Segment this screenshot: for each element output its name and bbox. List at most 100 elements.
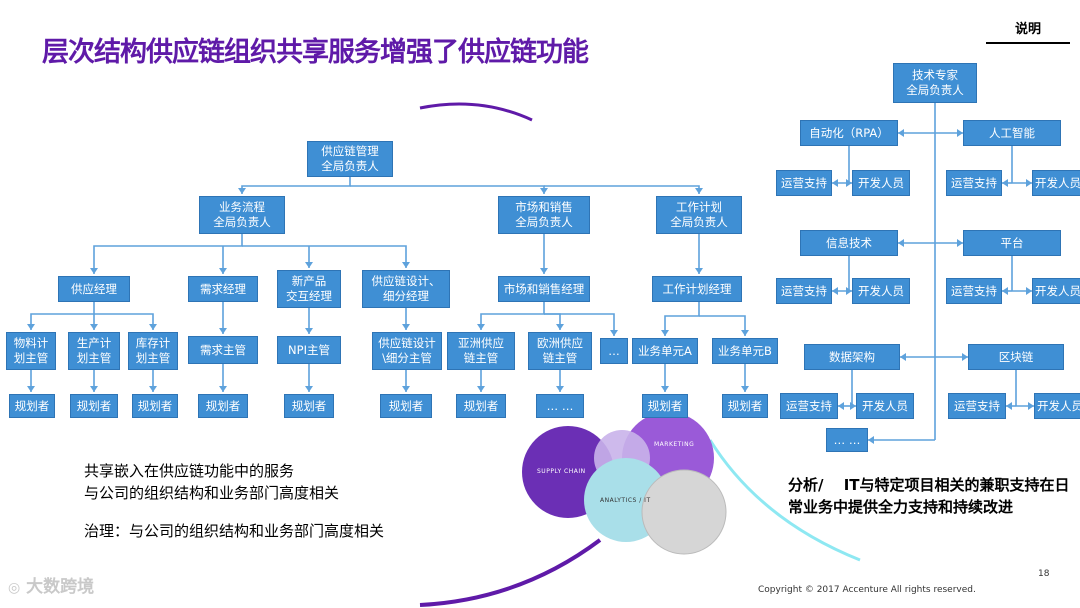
node-level2-5: 工作计划经理 [652,276,742,302]
top-arc [419,102,533,122]
arrowhead [741,330,749,336]
node-level2-0: 供应经理 [58,276,130,302]
node-level3-4: NPI主管 [277,336,341,364]
connector-line [30,302,95,330]
deco-analytics: ANALYTICS / IT [600,497,651,504]
connector-line [664,302,700,336]
connector-line [350,185,545,194]
node-developer-0: 开发人员 [852,170,910,196]
node-level1-2: 工作计划 全局负责人 [656,196,742,234]
node-level3-6: 亚洲供应 链主管 [447,332,515,370]
note-line-3: 治理：与公司的组织结构和业务部门高度相关 [84,522,385,540]
node-level3-7: 欧洲供应 链主管 [528,332,592,370]
node-level4-9: 规划者 [722,394,768,418]
arrowhead [846,287,852,295]
arrowhead [695,188,703,194]
arrowhead [556,386,564,392]
bottom-arc [419,538,602,607]
node-tech-group-0: 自动化（RPA） [800,120,898,146]
node-tech-group-5: 区块链 [968,344,1064,370]
arrowhead [1006,402,1012,410]
connector-line [480,302,545,330]
analysis-note: 分析/ IT与特定项目相关的兼职支持在日常业务中提供全力支持和持续改进 [788,476,1070,516]
arrowhead [90,268,98,274]
node-level3-8: … [600,338,628,364]
deco-supply-chain: SUPPLY CHAIN [537,468,586,475]
arrowhead [27,324,35,330]
arrowhead [149,324,157,330]
node-tech-ellipsis: … … [826,428,868,452]
arrowhead [90,386,98,392]
node-level4-6: 规划者 [456,394,506,418]
node-level1-0: 业务流程 全局负责人 [199,196,285,234]
arrowhead [846,179,852,187]
arrowhead [661,330,669,336]
arrowhead [477,386,485,392]
arrowhead [305,328,313,334]
node-tech-group-1: 人工智能 [963,120,1061,146]
node-tech-root: 技术专家 全局负责人 [893,63,977,103]
arrowhead [1002,287,1008,295]
node-level2-3: 供应链设计、 细分经理 [362,270,450,308]
copyright: Copyright © 2017 Accenture All rights re… [758,585,976,595]
node-level4-4: 规划者 [284,394,334,418]
node-support-0: 运营支持 [776,170,832,196]
connector-line [544,313,615,336]
connector-line [94,313,154,330]
arrowhead [957,239,963,247]
arrowhead [1028,402,1034,410]
node-level3-5: 供应链设计 \细分主管 [372,332,442,370]
node-level3-2: 库存计 划主管 [128,332,178,370]
arrowhead [219,328,227,334]
cyan-arc [708,439,861,562]
arrowhead [741,386,749,392]
node-level3-9: 业务单元A [632,338,698,364]
node-level1-1: 市场和销售 全局负责人 [498,196,590,234]
arrowhead [540,188,548,194]
watermark-logo-icon: ◎ [8,580,21,596]
connector-line [242,245,407,268]
node-developer-5: 开发人员 [1034,393,1080,419]
arrowhead [868,436,874,444]
node-support-5: 运营支持 [948,393,1006,419]
connector-line [699,315,746,336]
node-level2-4: 市场和销售经理 [498,276,590,302]
node-level3-3: 需求主管 [188,336,258,364]
arrowhead [305,262,313,268]
node-level3-1: 生产计 划主管 [68,332,120,370]
arrowhead [838,402,844,410]
node-developer-4: 开发人员 [856,393,914,419]
arrowhead [305,386,313,392]
node-support-3: 运营支持 [946,278,1002,304]
connector-line [241,177,351,194]
note-line-2: 与公司的组织结构和业务部门高度相关 [84,484,340,502]
arrowhead [1002,179,1008,187]
node-support-4: 运营支持 [780,393,838,419]
arrowhead [219,386,227,392]
deco-marketing: MARKETING [654,441,695,448]
node-developer-3: 开发人员 [1032,278,1080,304]
arrowhead [90,324,98,330]
arrowhead [1026,179,1032,187]
node-level4-0: 规划者 [9,394,55,418]
grey-circle [641,469,727,555]
watermark: ◎ 大数跨境 [8,572,94,597]
node-level4-1: 规划者 [70,394,118,418]
node-support-2: 运营支持 [776,278,832,304]
arrowhead [402,386,410,392]
arrowhead [238,188,246,194]
page-number: 18 [1038,569,1050,579]
node-level4-2: 规划者 [132,394,178,418]
arrowhead [149,386,157,392]
arrowhead [832,179,838,187]
arrowhead [661,386,669,392]
arrowhead [556,324,564,330]
arrowhead [477,324,485,330]
node-tech-group-3: 平台 [963,230,1061,256]
connector-line [93,234,243,274]
node-level2-1: 需求经理 [188,276,258,302]
arrowhead [27,386,35,392]
watermark-text: 大数跨境 [26,577,95,597]
arrowhead [1026,287,1032,295]
